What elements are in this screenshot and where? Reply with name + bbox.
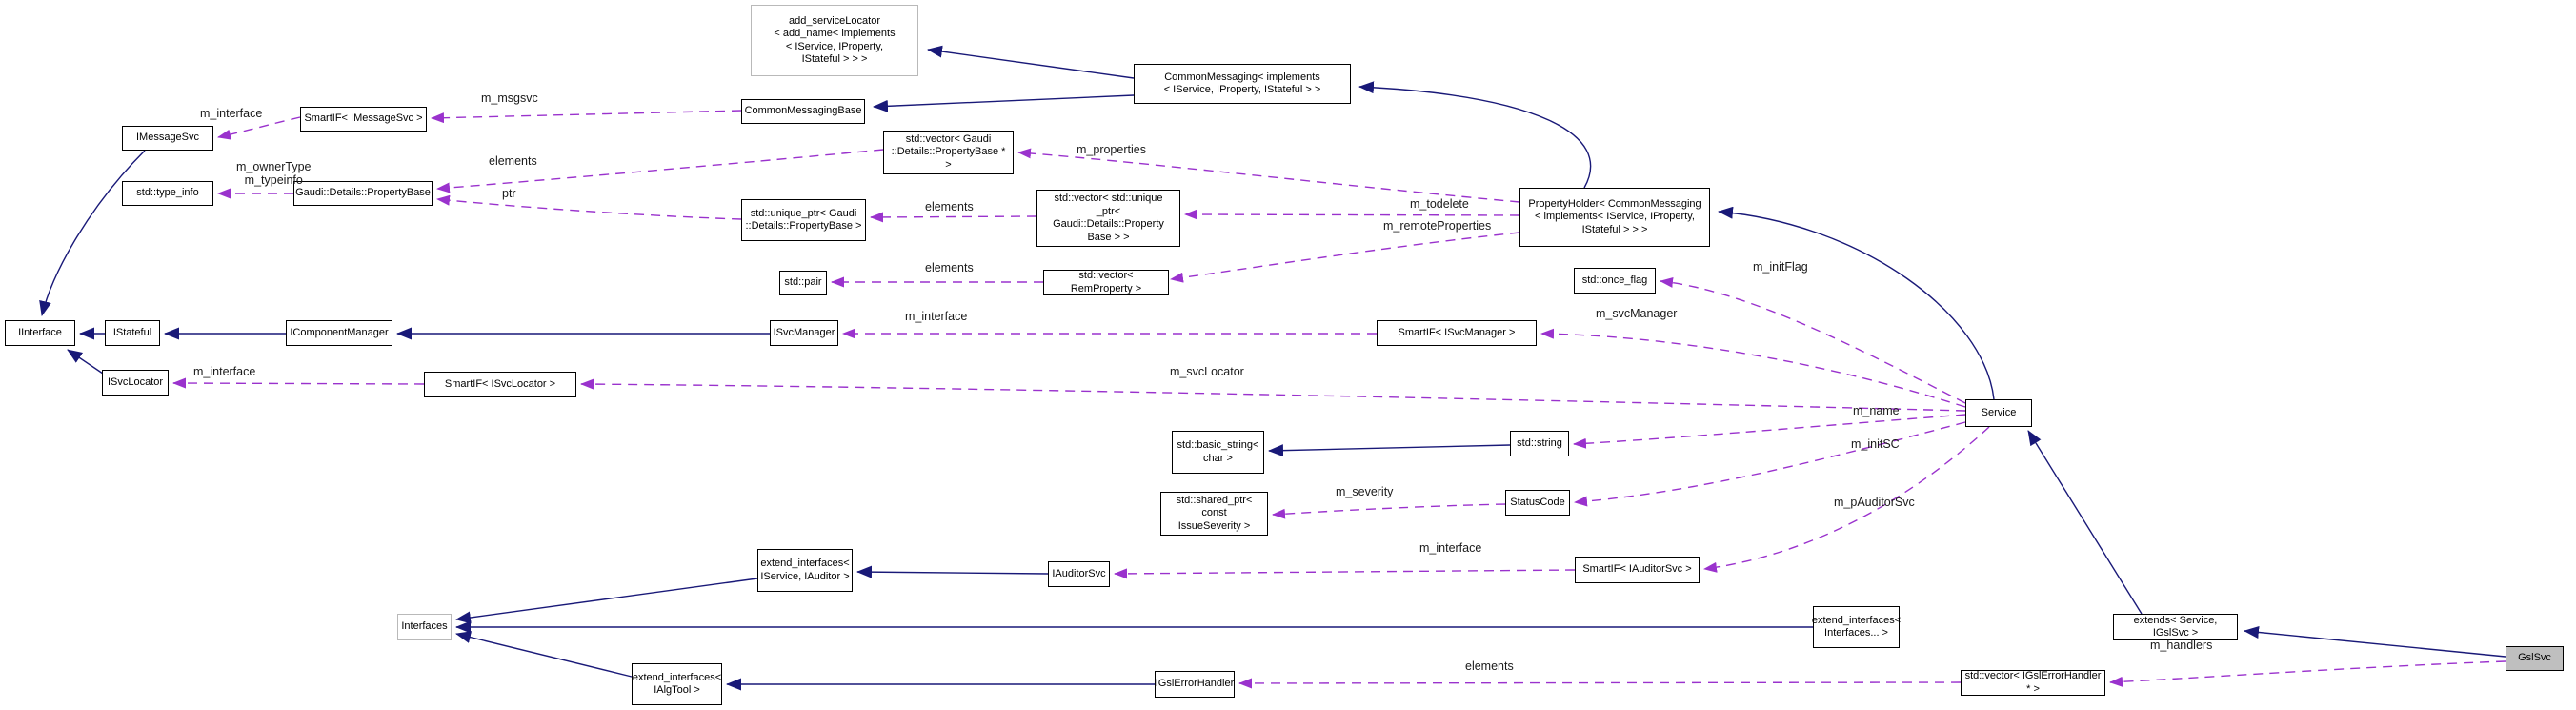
node-std-once-flag[interactable]: std::once_flag	[1574, 268, 1656, 294]
edge-label-m-todelete: m_todelete	[1410, 197, 1469, 211]
node-iinterface[interactable]: IInterface	[5, 320, 75, 346]
node-add-servicelocator: add_serviceLocator < add_name< implement…	[751, 5, 918, 76]
edge-label-m-interface-iauditorsvc: m_interface	[1419, 541, 1482, 555]
node-smartif-isvcmanager[interactable]: SmartIF< ISvcManager >	[1377, 320, 1537, 346]
node-extend-interfaces-iservice-iauditor[interactable]: extend_interfaces< IService, IAuditor >	[757, 549, 853, 592]
node-smartif-isvclocator[interactable]: SmartIF< ISvcLocator >	[424, 372, 576, 397]
edge-label-m-severity: m_severity	[1336, 485, 1394, 498]
edge-label-m-name: m_name	[1853, 404, 1900, 417]
node-gslsvc: GslSvc	[2506, 646, 2564, 671]
node-isvclocator[interactable]: ISvcLocator	[102, 370, 169, 396]
node-statuscode[interactable]: StatusCode	[1505, 490, 1570, 516]
edge-label-m-interface-isvcmanager: m_interface	[905, 310, 968, 323]
edge-label-m-interface-imessagesvc: m_interface	[200, 107, 263, 120]
node-std-basic-string[interactable]: std::basic_string< char >	[1172, 431, 1264, 474]
node-gaudi-details-propertybase[interactable]: Gaudi::Details::PropertyBase	[293, 181, 433, 206]
edge-label-elements-unique: elements	[925, 200, 974, 213]
edge-label-m-msgsvc: m_msgsvc	[481, 91, 538, 105]
node-std-vector-unique-ptr[interactable]: std::vector< std::unique _ptr< Gaudi::De…	[1036, 190, 1180, 247]
node-interfaces: Interfaces	[397, 614, 452, 640]
node-iauditorsvc[interactable]: IAuditorSvc	[1048, 561, 1110, 587]
node-smartif-iauditorsvc[interactable]: SmartIF< IAuditorSvc >	[1575, 557, 1700, 583]
node-extend-interfaces-interfaces[interactable]: extend_interfaces< Interfaces... >	[1812, 606, 1901, 648]
edge-label-elements-propertybase: elements	[489, 154, 537, 168]
edge-label-m-initsc: m_initSC	[1851, 437, 1900, 451]
node-commonmessagingbase[interactable]: CommonMessagingBase	[741, 99, 865, 124]
node-std-vector-igslerrorhandler[interactable]: std::vector< IGslErrorHandler * >	[1961, 670, 2105, 696]
node-extend-interfaces-ialgtool[interactable]: extend_interfaces< IAlgTool >	[632, 663, 722, 705]
member-edges	[172, 110, 2506, 689]
node-std-shared-ptr-issueseverity[interactable]: std::shared_ptr< const IssueSeverity >	[1160, 492, 1268, 536]
node-imessagesvc[interactable]: IMessageSvc	[122, 126, 213, 151]
edge-label-ptr: ptr	[502, 187, 516, 200]
edge-label-m-handlers: m_handlers	[2150, 639, 2213, 652]
node-icomponentmanager[interactable]: IComponentManager	[286, 320, 392, 346]
node-std-pair[interactable]: std::pair	[779, 271, 827, 295]
edge-label-m-pauditorsvc: m_pAuditorSvc	[1834, 496, 1915, 509]
node-std-vector-remproperty[interactable]: std::vector< RemProperty >	[1043, 270, 1169, 295]
node-extends-service-igslsvc[interactable]: extends< Service, IGslSvc >	[2113, 614, 2238, 640]
node-std-unique-ptr-propertybase[interactable]: std::unique_ptr< Gaudi ::Details::Proper…	[741, 199, 866, 241]
inheritance-edges	[39, 45, 2506, 691]
edge-label-elements-pair: elements	[925, 261, 974, 274]
edge-label-m-properties: m_properties	[1077, 143, 1146, 156]
edge-label-m-svcmanager: m_svcManager	[1596, 307, 1678, 320]
edge-label-m-ownertype-m-typeinfo: m_ownerType m_typeinfo	[236, 160, 312, 187]
node-std-vector-propertybase-ptr[interactable]: std::vector< Gaudi ::Details::PropertyBa…	[883, 131, 1014, 174]
edge-label-m-interface-isvclocator: m_interface	[193, 365, 256, 378]
node-igslerrorhandler[interactable]: IGslErrorHandler	[1155, 671, 1235, 698]
node-commonmessaging[interactable]: CommonMessaging< implements < IService, …	[1134, 64, 1351, 104]
edge-label-elements-igslerrorhandler: elements	[1465, 659, 1514, 673]
edge-label-m-remoteproperties: m_remoteProperties	[1383, 219, 1492, 233]
node-isvcmanager[interactable]: ISvcManager	[770, 320, 838, 346]
node-std-string[interactable]: std::string	[1510, 431, 1569, 456]
node-propertyholder[interactable]: PropertyHolder< CommonMessaging < implem…	[1519, 188, 1710, 247]
edge-label-m-svclocator: m_svcLocator	[1170, 365, 1244, 378]
edge-label-m-initflag: m_initFlag	[1753, 260, 1808, 274]
node-smartif-imessagesvc[interactable]: SmartIF< IMessageSvc >	[300, 107, 427, 132]
node-std-type-info[interactable]: std::type_info	[122, 181, 213, 206]
node-service[interactable]: Service	[1965, 399, 2032, 427]
node-istateful[interactable]: IStateful	[105, 320, 160, 346]
